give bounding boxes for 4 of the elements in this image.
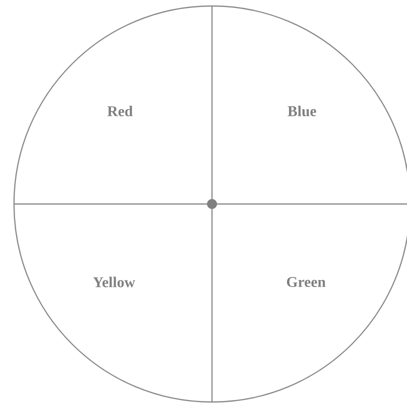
quadrant-label: Green	[286, 276, 326, 288]
quadrant-label: Red	[107, 106, 133, 116]
quadrant-label: Blue	[288, 106, 316, 116]
quadrant-label: Yellow	[93, 276, 136, 288]
